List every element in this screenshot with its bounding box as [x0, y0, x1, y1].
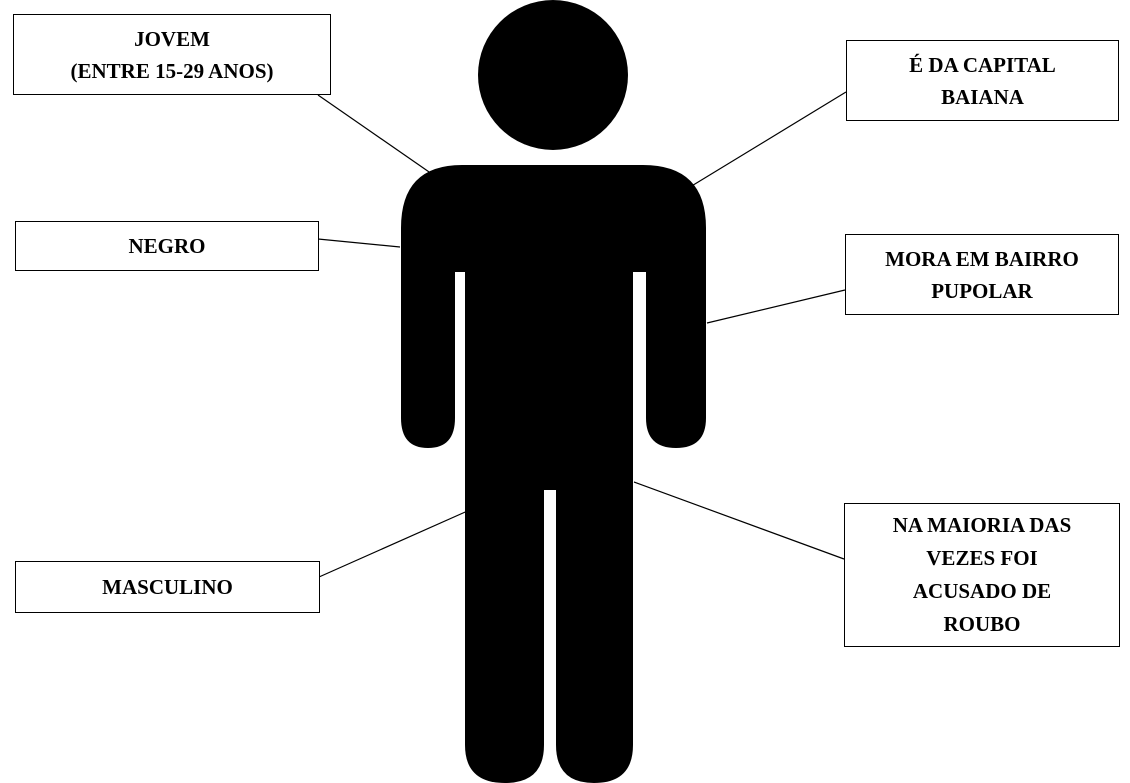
connector-neighborhood: [706, 289, 846, 324]
label-young-age: JOVEM (ENTRE 15-29 ANOS): [13, 14, 331, 95]
connector-male: [318, 508, 473, 578]
label-neighborhood: MORA EM BAIRRO PUPOLAR: [845, 234, 1119, 315]
connector-robbery: [633, 481, 845, 560]
label-gender: MASCULINO: [15, 561, 320, 613]
right-leg: [556, 480, 633, 783]
connector-lines: [317, 91, 847, 578]
label-accusation: NA MAIORIA DAS VEZES FOI ACUSADO DE ROUB…: [844, 503, 1120, 647]
label-capital-city: É DA CAPITAL BAIANA: [846, 40, 1119, 121]
connector-capital: [689, 91, 847, 188]
connector-young: [317, 94, 433, 175]
connector-black: [317, 238, 401, 248]
torso-and-arms: [401, 165, 706, 490]
person-silhouette-icon: [401, 0, 706, 783]
head: [478, 0, 628, 150]
left-leg: [465, 480, 544, 783]
label-race: NEGRO: [15, 221, 319, 271]
